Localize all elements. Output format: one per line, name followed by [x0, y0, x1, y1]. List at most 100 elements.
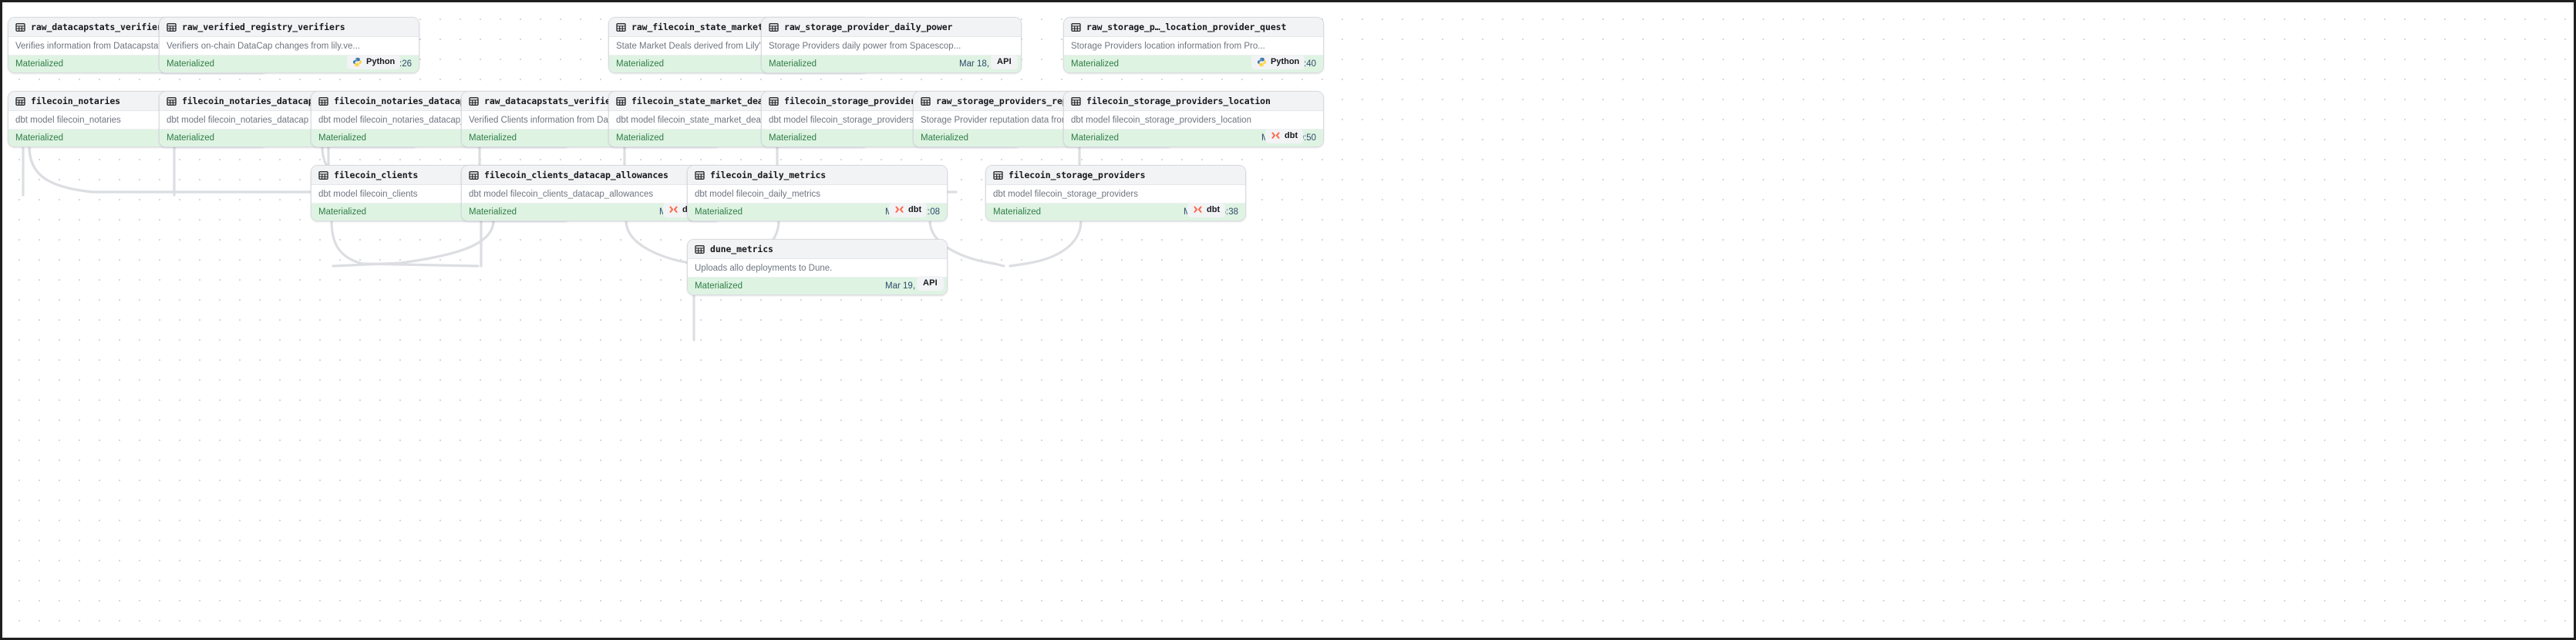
node-header: raw_verified_registry_verifiers — [160, 18, 419, 37]
status-badge: Materialized — [469, 133, 517, 143]
lineage-node-raw_storage_provider_daily_power[interactable]: raw_storage_provider_daily_power Storage… — [761, 17, 1022, 73]
dbt-icon — [1271, 131, 1281, 141]
edge-line — [332, 219, 495, 268]
node-header: filecoin_storage_providers_location — [1064, 92, 1323, 111]
node-title: filecoin_daily_metrics — [710, 170, 827, 180]
node-title: filecoin_clients_datacap_allowances — [484, 170, 668, 180]
lineage-node-filecoin_clients_datacap_allowances[interactable]: filecoin_clients_datacap_allowances dbt … — [461, 165, 722, 221]
table-icon — [616, 22, 626, 32]
node-title: filecoin_notaries_datacap — [182, 96, 314, 106]
node-description: Uploads allo deployments to Dune. — [688, 259, 947, 278]
node-kind-badge-filecoin_storage_providers_location[interactable]: dbt — [1265, 129, 1304, 143]
lineage-node-raw_storage_p_location_provider_quest[interactable]: raw_storage_p…_location_provider_quest S… — [1063, 17, 1324, 73]
table-icon — [695, 170, 705, 180]
node-kind-label: dbt — [908, 205, 922, 214]
node-header: filecoin_storage_providers_power — [762, 92, 1021, 111]
node-title: raw_verified_registry_verifiers — [182, 22, 345, 32]
node-title: filecoin_storage_providers — [1009, 170, 1146, 180]
table-icon — [469, 170, 479, 180]
status-badge: Materialized — [616, 59, 664, 69]
dbt-icon — [894, 205, 904, 215]
status-badge: Materialized — [769, 133, 817, 143]
node-title: raw_storage_provider_daily_power — [784, 22, 953, 32]
status-badge: Materialized — [993, 207, 1041, 217]
status-badge: Materialized — [616, 133, 664, 143]
lineage-node-raw_verified_registry_verifiers[interactable]: raw_verified_registry_verifiers Verifier… — [159, 17, 419, 73]
table-icon — [15, 96, 25, 106]
status-badge: Materialized — [469, 207, 517, 217]
node-description: Storage Providers daily power from Space… — [762, 37, 1021, 56]
table-icon — [1071, 96, 1081, 106]
node-kind-label: Python — [1271, 57, 1300, 66]
table-icon — [469, 96, 479, 106]
node-header: filecoin_storage_providers — [986, 166, 1245, 185]
node-kind-label: API — [997, 57, 1012, 66]
window-edge-right — [2574, 0, 2576, 640]
status-badge: Materialized — [695, 281, 742, 291]
window-edge-left — [0, 0, 2, 640]
node-kind-badge-filecoin_daily_metrics[interactable]: dbt — [889, 203, 928, 217]
node-header: filecoin_clients_datacap_allowances — [462, 166, 721, 185]
status-badge: Materialized — [921, 133, 968, 143]
status-badge: Materialized — [167, 59, 214, 69]
node-kind-badge-dune_metrics[interactable]: API — [917, 276, 944, 291]
node-description: Storage Providers location information f… — [1064, 37, 1323, 56]
lineage-node-dune_metrics[interactable]: dune_metrics Uploads allo deployments to… — [687, 239, 948, 295]
node-description: Verifiers on-chain DataCap changes from … — [160, 37, 419, 56]
node-kind-badge-raw_verified_registry_verifiers[interactable]: Python — [347, 55, 401, 69]
python-icon — [1257, 57, 1267, 67]
table-icon — [15, 22, 25, 32]
node-kind-label: Python — [366, 57, 396, 66]
status-badge: Materialized — [318, 207, 366, 217]
node-kind-label: dbt — [1285, 131, 1298, 140]
node-title: raw_storage_p…_location_provider_quest — [1086, 22, 1287, 32]
node-title: raw_filecoin_state_market_deals — [631, 22, 795, 32]
node-title: filecoin_storage_providers_location — [1086, 96, 1271, 106]
node-description: dbt model filecoin_daily_metrics — [688, 185, 947, 204]
status-badge: Materialized — [695, 207, 742, 217]
node-kind-label: dbt — [1207, 205, 1221, 214]
table-icon — [769, 96, 779, 106]
table-icon — [616, 96, 626, 106]
dbt-icon — [1193, 205, 1203, 215]
status-badge: Materialized — [15, 133, 63, 143]
table-icon — [167, 96, 177, 106]
node-description: dbt model filecoin_storage_providers — [986, 185, 1245, 204]
table-icon — [318, 170, 328, 180]
table-icon — [1071, 22, 1081, 32]
node-kind-badge-raw_storage_p_location_provider_quest[interactable]: Python — [1251, 55, 1305, 69]
node-header: raw_storage_p…_location_provider_quest — [1064, 18, 1323, 37]
table-icon — [167, 22, 177, 32]
table-icon — [318, 96, 328, 106]
window-edge-top — [0, 0, 2576, 2]
node-header: filecoin_daily_metrics — [688, 166, 947, 185]
node-status-bar: Materialized Mar 19, 15:48 — [688, 278, 947, 295]
node-title: filecoin_clients — [334, 170, 419, 180]
node-title: dune_metrics — [710, 244, 773, 254]
node-title: filecoin_notaries — [31, 96, 121, 106]
edge-line — [1009, 219, 1083, 268]
status-badge: Materialized — [1071, 133, 1119, 143]
node-title: filecoin_state_market_deals — [631, 96, 774, 106]
node-title: filecoin_storage_providers_power — [784, 96, 953, 106]
node-kind-label: API — [923, 278, 938, 288]
table-icon — [769, 22, 779, 32]
window-edge-bottom — [0, 638, 2576, 640]
python-icon — [352, 57, 362, 67]
node-title: raw_storage_providers_reputation — [936, 96, 1105, 106]
node-status-bar: Materialized Mar 18, 17:40 — [762, 56, 1021, 72]
node-title: raw_datacapstats_verifiers — [31, 22, 168, 32]
status-badge: Materialized — [318, 133, 366, 143]
node-description: dbt model filecoin_clients_datacap_allow… — [462, 185, 721, 204]
table-icon — [921, 96, 931, 106]
status-badge: Materialized — [15, 59, 63, 69]
node-kind-badge-filecoin_storage_providers[interactable]: dbt — [1187, 203, 1226, 217]
node-kind-badge-raw_storage_provider_daily_power[interactable]: API — [991, 55, 1018, 69]
table-icon — [695, 244, 705, 254]
node-header: raw_storage_provider_daily_power — [762, 18, 1021, 37]
lineage-node-filecoin_storage_providers_location[interactable]: filecoin_storage_providers_location dbt … — [1063, 91, 1324, 147]
dbt-icon — [668, 205, 679, 215]
status-badge: Materialized — [167, 133, 214, 143]
node-header: dune_metrics — [688, 240, 947, 259]
